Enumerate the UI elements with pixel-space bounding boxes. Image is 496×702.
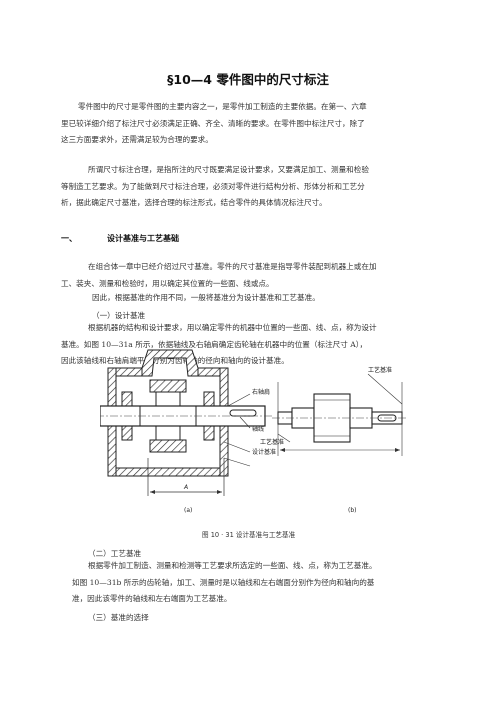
label-right-shoulder: 右轴肩 <box>252 388 270 396</box>
label-subfigure-b: (b) <box>348 507 357 514</box>
design-basis-line: 因此该轴线和右轴肩端平面分别为齿轮轴的径向和轴向的设计基准。 <box>61 356 289 365</box>
reasonable-paragraph: 所谓尺寸标注合理，是指所注的尺寸既要满足设计要求，又要满足加工、测量和检验 等制… <box>61 162 439 212</box>
label-subfigure-a: (a) <box>184 507 192 514</box>
heading-design-process-basis: 一、 设计基准与工艺基础 <box>61 233 179 244</box>
figure-10-31: 右轴肩 轴线 设计基准 A 工艺基准 工艺基准 (a) (b) <box>100 349 406 514</box>
reasonable-line: 析，据此确定尺寸基准，选择合理的标注形式，结合零件的具体情况标注尺寸。 <box>61 198 327 207</box>
intro-line: 里已较详细介绍了标注尺寸必须满足正确、齐全、清晰的要求。在零件图中标注尺寸，除了 <box>61 118 365 128</box>
design-basis-paragraph: 根据机器的结构和设计要求，用以确定零件的机器中位置的一些面、线、点，称为设计 基… <box>61 320 439 370</box>
figure-caption: 图 10 · 31 设计基准与工艺基准 <box>202 531 296 539</box>
intro-line: 这三方面要求外，还需满足较为合理的要求。 <box>61 135 213 144</box>
figure-b-gear-shaft <box>272 373 406 456</box>
process-basis-paragraph: 根据零件加工制造、测量和检测等工艺要求所选定的一些面、线、点，称为工艺基准。 如… <box>72 558 444 608</box>
label-dimension-a: A <box>183 484 188 491</box>
label-axis: 轴线 <box>252 425 264 433</box>
design-basis-line: 基准。如图 10—31a 所示，依据轴线及右轴肩确定齿轮轴在机器中的位置（标注尺… <box>61 339 368 349</box>
intro-line: 零件图中的尺寸是零件图的主要内容之一，是零件加工制造的主要依据。在第一、六章 <box>78 102 367 111</box>
basis-types-sentence: 因此，根据基准的作用不同，一般将基准分为设计基准和工艺基准。 <box>92 293 320 302</box>
process-basis-line: 如图 10—31b 所示的齿轮轴，加工、测量时是以轴线和左右端面分别作为径向和轴… <box>72 577 375 587</box>
label-design-basis: 设计基准 <box>252 448 276 456</box>
reasonable-line: 等制造工艺要求。为了能做到尺寸标注合理，必须对零件进行结构分析、形体分析和工艺分 <box>61 181 365 191</box>
basis-intro-paragraph: 在组合体一章中已经介绍过尺寸基准。零件的尺寸基准是指导零件装配到机器上或在加 工… <box>61 259 439 292</box>
reasonable-line: 所谓尺寸标注合理，是指所注的尺寸既要满足设计要求，又要满足加工、测量和检验 <box>88 165 369 174</box>
design-basis-line: 根据机器的结构和设计要求，用以确定零件的机器中位置的一些面、线、点，称为设计 <box>88 323 377 332</box>
process-basis-line: 准，因此该零件的轴线和左右端面为工艺基准。 <box>72 594 232 603</box>
label-process-basis-left: 工艺基准 <box>260 438 284 446</box>
figure-a-housing-assembly <box>100 349 272 496</box>
process-basis-line: 根据零件加工制造、测量和检测等工艺要求所选定的一些面、线、点，称为工艺基准。 <box>88 561 377 570</box>
heading-number: 一、 <box>61 234 77 243</box>
basis-intro-line: 在组合体一章中已经介绍过尺寸基准。零件的尺寸基准是指导零件装配到机器上或在加 <box>88 262 377 271</box>
intro-paragraph: 零件图中的尺寸是零件图的主要内容之一，是零件加工制造的主要依据。在第一、六章 里… <box>61 99 439 149</box>
heading-text: 设计基准与工艺基础 <box>107 234 179 243</box>
subheading-process-basis: （二）工艺基准 <box>88 549 142 558</box>
subheading-basis-selection: （三）基准的选择 <box>88 613 149 622</box>
basis-intro-line: 工、装夹、测量和检验时，用以确定其位置的一些面、线或点。 <box>61 278 274 288</box>
label-process-basis-right: 工艺基准 <box>368 366 392 374</box>
section-title: §10—4 零件图中的尺寸标注 <box>167 72 329 87</box>
subheading-design-basis: （一）设计基准 <box>92 311 146 320</box>
